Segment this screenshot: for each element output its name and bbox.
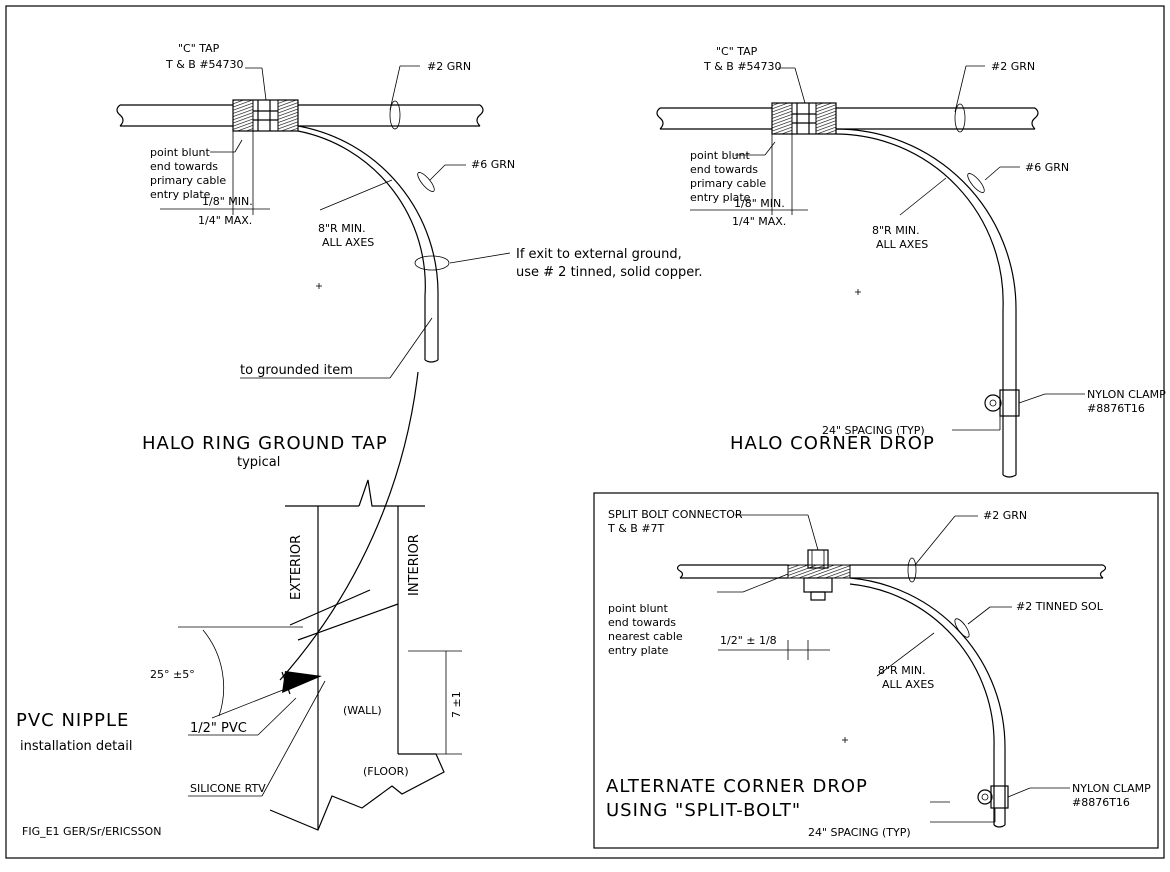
alternate-title-a: ALTERNATE CORNER DROP (606, 776, 868, 797)
blunt-label-2c: primary cable (690, 177, 766, 190)
nylon-clamp-label-2a: NYLON CLAMP (1072, 782, 1151, 795)
halo-ring-title: HALO RING GROUND TAP (142, 433, 388, 454)
grn6-label-1: #6 GRN (471, 158, 515, 171)
spacing-label-2: 24" SPACING (TYP) (808, 826, 911, 839)
max-label-2: 1/4" MAX. (732, 215, 786, 228)
halo-ring-ground-tap (116, 65, 511, 681)
half-tolerance-label: 1/2" ± 1/8 (720, 634, 777, 647)
floor-label: (FLOOR) (363, 765, 409, 778)
figure-id-label: FIG_E1 GER/Sr/ERICSSON (22, 825, 161, 838)
blunt-label-1d: entry plate (150, 188, 211, 201)
tinned-sol-label: #2 TINNED SOL (1016, 600, 1104, 613)
c-tap-label-2: "C" TAP (716, 45, 758, 58)
grn2-label-1: #2 GRN (427, 60, 471, 73)
blunt-label-3a: point blunt (608, 602, 669, 615)
angle-label: 25° ±5° (150, 668, 195, 681)
pvc-nipple-detail (178, 479, 462, 831)
radius-label-1b: ALL AXES (322, 236, 374, 249)
to-grounded-label: to grounded item (240, 363, 353, 378)
blunt-label-1b: end towards (150, 160, 218, 173)
exterior-label: EXTERIOR (289, 535, 304, 600)
blunt-label-2d: entry plate (690, 191, 751, 204)
halo-ring-subtitle: typical (237, 455, 280, 470)
radius-label-2a: 8"R MIN. (872, 224, 920, 237)
wall-label: (WALL) (343, 704, 382, 717)
max-label-1: 1/4" MAX. (198, 214, 252, 227)
outer-border (5, 5, 1165, 859)
grn6-label-2: #6 GRN (1025, 161, 1069, 174)
silicone-label: SILICONE RTV (190, 782, 266, 795)
c-tap-part-label-1: T & B #54730 (165, 58, 244, 71)
grn2-label-2: #2 GRN (991, 60, 1035, 73)
seven-label: 7 ±1 (450, 691, 463, 718)
alternate-corner-drop (593, 492, 1159, 849)
split-bolt-label-a: SPLIT BOLT CONNECTOR (608, 508, 743, 521)
c-tap-part-label-2: T & B #54730 (703, 60, 782, 73)
blunt-label-2a: point blunt (690, 149, 751, 162)
radius-label-3b: ALL AXES (882, 678, 934, 691)
min-label-1: 1/8" MIN. (202, 195, 253, 208)
radius-label-3a: 8"R MIN. (878, 664, 926, 677)
pvc-nipple-title: PVC NIPPLE (16, 710, 129, 731)
blunt-label-3d: entry plate (608, 644, 669, 657)
pvc-half-label: 1/2" PVC (190, 721, 247, 736)
blunt-label-3b: end towards (608, 616, 676, 629)
blunt-label-3c: nearest cable (608, 630, 683, 643)
blunt-label-2b: end towards (690, 163, 758, 176)
nylon-clamp-label-2b: #8876T16 (1072, 796, 1130, 809)
exit-label-1: If exit to external ground, (516, 247, 682, 262)
blunt-label-1a: point blunt (150, 146, 211, 159)
blunt-label-1c: primary cable (150, 174, 226, 187)
alternate-title-b: USING "SPLIT-BOLT" (606, 800, 801, 821)
split-bolt-label-b: T & B #7T (607, 522, 665, 535)
nylon-clamp-label-1b: #8876T16 (1087, 402, 1145, 415)
interior-label: INTERIOR (407, 534, 422, 596)
pvc-nipple-subtitle: installation detail (20, 739, 132, 754)
halo-corner-title: HALO CORNER DROP (730, 433, 935, 454)
radius-label-2b: ALL AXES (876, 238, 928, 251)
halo-corner-drop (656, 65, 1085, 478)
min-label-2: 1/8" MIN. (734, 197, 785, 210)
c-tap-label-1: "C" TAP (178, 42, 220, 55)
spacing-label-1: 24" SPACING (TYP) (822, 424, 925, 437)
exit-label-2: use # 2 tinned, solid copper. (516, 265, 703, 280)
radius-label-1a: 8"R MIN. (318, 222, 366, 235)
grn2-label-3: #2 GRN (983, 509, 1027, 522)
nylon-clamp-label-1a: NYLON CLAMP (1087, 388, 1166, 401)
